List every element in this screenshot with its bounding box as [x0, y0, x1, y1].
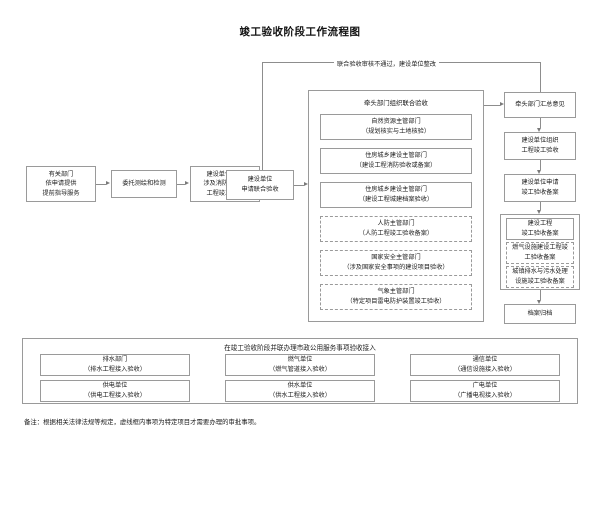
connector-1-arrow	[106, 181, 110, 186]
node-national-security-dept[interactable]: 国家安全主管部门 （涉及国家安全事项的建设项目验收）	[320, 250, 472, 276]
node-housing-construction-archive[interactable]: 住房城乡建设主管部门 （建设工程城建档案验收）	[320, 182, 472, 208]
node-housing-construction-fire[interactable]: 住房城乡建设主管部门 （建设工程消防验收或备案）	[320, 148, 472, 174]
node-survey-testing[interactable]: 委托测绘和检测	[111, 170, 177, 198]
page-title: 竣工验收阶段工作流程图	[239, 26, 361, 38]
node-gas-unit[interactable]: 燃气单位 （燃气管道接入验收）	[225, 354, 375, 376]
connector-5-arrow	[537, 128, 542, 132]
connector-4	[484, 105, 500, 106]
node-drainage-dept[interactable]: 排水部门 （排水工程接入验收）	[40, 354, 190, 376]
utilities-panel-title: 在竣工验收阶段并联办理市政公用服务事项验收接入	[224, 344, 376, 352]
loop-rail-left-vertical	[262, 62, 263, 170]
node-lead-dept-summary[interactable]: 牵头部门汇总意见	[504, 92, 576, 118]
connector-4-arrow	[500, 102, 504, 107]
connector-8	[540, 290, 541, 300]
node-drainage-sewage-record[interactable]: 城镇排水与污水处理 设施竣工验收备案	[506, 266, 574, 288]
node-owner-final-acceptance[interactable]: 建设单位组织 工程竣工验收	[504, 132, 576, 160]
node-advance-guidance[interactable]: 有关部门 依申请提供 提前指导服务	[26, 166, 96, 202]
joint-acceptance-group-title: 牵头部门组织联合验收	[364, 99, 428, 107]
connector-2	[177, 184, 185, 185]
connector-7	[540, 202, 541, 210]
node-natural-resources-dept[interactable]: 自然资源主管部门 （规划核实与土地核验）	[320, 114, 472, 140]
node-power-unit[interactable]: 供电单位 （供电工程接入验收）	[40, 380, 190, 402]
node-gas-facility-record[interactable]: 燃气设施建设工程竣 工验收备案	[506, 242, 574, 264]
connector-3	[294, 185, 304, 186]
loop-rail-right-vertical	[540, 62, 541, 96]
connector-3-arrow	[304, 182, 308, 187]
node-meteorological-dept[interactable]: 气象主管部门 （特定项目雷电防护装置竣工验收）	[320, 284, 472, 310]
node-construction-completion-record[interactable]: 建设工程 竣工验收备案	[506, 218, 574, 240]
connector-6-arrow	[537, 170, 542, 174]
node-apply-completion-record[interactable]: 建设单位申请 竣工验收备案	[504, 174, 576, 202]
node-broadcast-unit[interactable]: 广电单位 （广播电视接入验收）	[410, 380, 560, 402]
node-water-supply-unit[interactable]: 供水单位 （供水工程接入验收）	[225, 380, 375, 402]
connector-2-arrow	[185, 181, 189, 186]
connector-5	[540, 118, 541, 128]
node-apply-joint-acceptance[interactable]: 建设单位 申请联合验收	[226, 170, 294, 200]
footnote: 备注：根据相关法律法规等规定，虚线框内事项为特定项目才需要办理的审批事项。	[24, 418, 261, 426]
connector-8-arrow	[537, 300, 542, 304]
node-archive-filing[interactable]: 档案归档	[504, 304, 576, 324]
loop-label: 联合验收审核不通过，建设单位整改	[334, 59, 439, 68]
node-telecom-unit[interactable]: 通信单位 （通信设施接入验收）	[410, 354, 560, 376]
connector-1	[96, 184, 106, 185]
connector-7-arrow	[537, 210, 542, 214]
node-civil-defense-dept[interactable]: 人防主管部门 （人防工程竣工验收备案）	[320, 216, 472, 242]
connector-6	[540, 160, 541, 170]
